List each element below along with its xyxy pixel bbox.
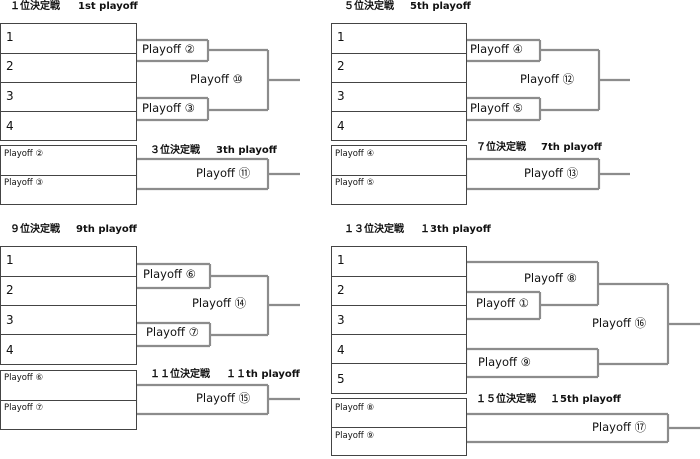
row-divider: [1, 111, 136, 112]
block1-seed-1: 1: [6, 30, 14, 44]
block1-seed-2: 2: [6, 59, 14, 73]
block13-seed-4: 4: [337, 343, 345, 357]
block13-seed-5: 5: [337, 372, 345, 386]
block13-semi-c: Playoff ⑨: [478, 355, 531, 369]
block1-seed-3: 3: [6, 89, 14, 103]
block9-semi-b: Playoff ⑦: [146, 325, 199, 339]
block13-semi-a: Playoff ⑧: [524, 271, 577, 285]
row-divider: [1, 334, 136, 335]
block1-seed-4: 4: [6, 119, 14, 133]
block1-heading-jp: １位決定戦: [10, 1, 60, 12]
row-divider: [1, 276, 136, 277]
block1-sub-heading-jp: ３位決定戦: [150, 145, 200, 156]
block9-seed-table: [0, 246, 137, 365]
block5-sub-heading-en: 7th playoff: [541, 142, 602, 153]
block13-seed-1: 1: [337, 253, 345, 267]
block5-loser-b: Playoff ⑤: [335, 178, 375, 188]
block9-heading-en: 9th playoff: [76, 224, 137, 235]
block5-seed-1: 1: [337, 30, 345, 44]
block5-seed-2: 2: [337, 59, 345, 73]
block1-semi-a: Playoff ②: [142, 42, 195, 56]
block9-final: Playoff ⑭: [192, 296, 247, 310]
block9-seed-4: 4: [6, 343, 14, 357]
block13-seed-2: 2: [337, 283, 345, 297]
row-divider: [332, 111, 466, 112]
block5-loser-a: Playoff ④: [335, 149, 375, 159]
block5-sub-heading-jp: ７位決定戦: [476, 142, 526, 153]
row-divider: [332, 305, 466, 306]
block1-loser-a: Playoff ②: [4, 149, 44, 159]
block1-final: Playoff ⑩: [190, 72, 243, 86]
block9-loser-a: Playoff ⑥: [4, 373, 44, 383]
row-divider: [1, 175, 136, 176]
row-divider: [332, 82, 466, 83]
block13-semi-b: Playoff ①: [476, 296, 529, 310]
block13-seed-table: [331, 246, 467, 394]
block9-seed-3: 3: [6, 313, 14, 327]
block9-heading-jp: ９位決定戦: [10, 224, 60, 235]
block13-loser-table: [331, 398, 467, 456]
row-divider: [1, 400, 136, 401]
block9-loser-table: [0, 370, 137, 430]
block5-semi-b: Playoff ⑤: [470, 101, 523, 115]
row-divider: [332, 53, 466, 54]
block13-loser-a: Playoff ⑧: [335, 403, 375, 413]
block9-seed-2: 2: [6, 283, 14, 297]
block1-sub-final: Playoff ⑪: [196, 166, 251, 180]
block5-seed-3: 3: [337, 89, 345, 103]
block1-sub-heading-en: 3th playoff: [216, 145, 277, 156]
block13-final: Playoff ⑯: [592, 316, 647, 330]
block5-semi-a: Playoff ④: [470, 42, 523, 56]
row-divider: [332, 334, 466, 335]
block1-semi-b: Playoff ③: [142, 101, 195, 115]
row-divider: [1, 305, 136, 306]
block9-sub-final: Playoff ⑮: [196, 391, 251, 405]
block13-heading-en: １3th playoff: [420, 224, 491, 235]
block9-sub-heading-en: １１th playoff: [226, 369, 300, 380]
block13-sub-final: Playoff ⑰: [592, 420, 647, 434]
block5-heading-en: 5th playoff: [410, 1, 471, 12]
block1-seed-table: [0, 23, 137, 141]
block13-heading-jp: １３位決定戦: [344, 224, 404, 235]
block1-loser-table: [0, 145, 137, 205]
block9-loser-b: Playoff ⑦: [4, 403, 44, 413]
row-divider: [332, 175, 466, 176]
block13-seed-3: 3: [337, 313, 345, 327]
block5-final: Playoff ⑫: [520, 72, 575, 86]
block5-sub-final: Playoff ⑬: [524, 166, 579, 180]
block5-seed-table: [331, 23, 467, 141]
block5-loser-table: [331, 145, 467, 205]
block5-seed-4: 4: [337, 119, 345, 133]
row-divider: [332, 427, 466, 428]
block13-loser-b: Playoff ⑨: [335, 431, 375, 441]
block1-loser-b: Playoff ③: [4, 178, 44, 188]
block9-seed-1: 1: [6, 253, 14, 267]
block5-heading-jp: ５位決定戦: [344, 1, 394, 12]
row-divider: [1, 82, 136, 83]
block13-sub-heading-jp: １５位決定戦: [476, 394, 536, 405]
block1-heading-en: 1st playoff: [78, 1, 138, 12]
block9-sub-heading-jp: １１位決定戦: [150, 369, 210, 380]
row-divider: [332, 276, 466, 277]
block9-semi-a: Playoff ⑥: [143, 267, 196, 281]
row-divider: [1, 53, 136, 54]
block13-sub-heading-en: １5th playoff: [550, 394, 621, 405]
row-divider: [332, 363, 466, 364]
